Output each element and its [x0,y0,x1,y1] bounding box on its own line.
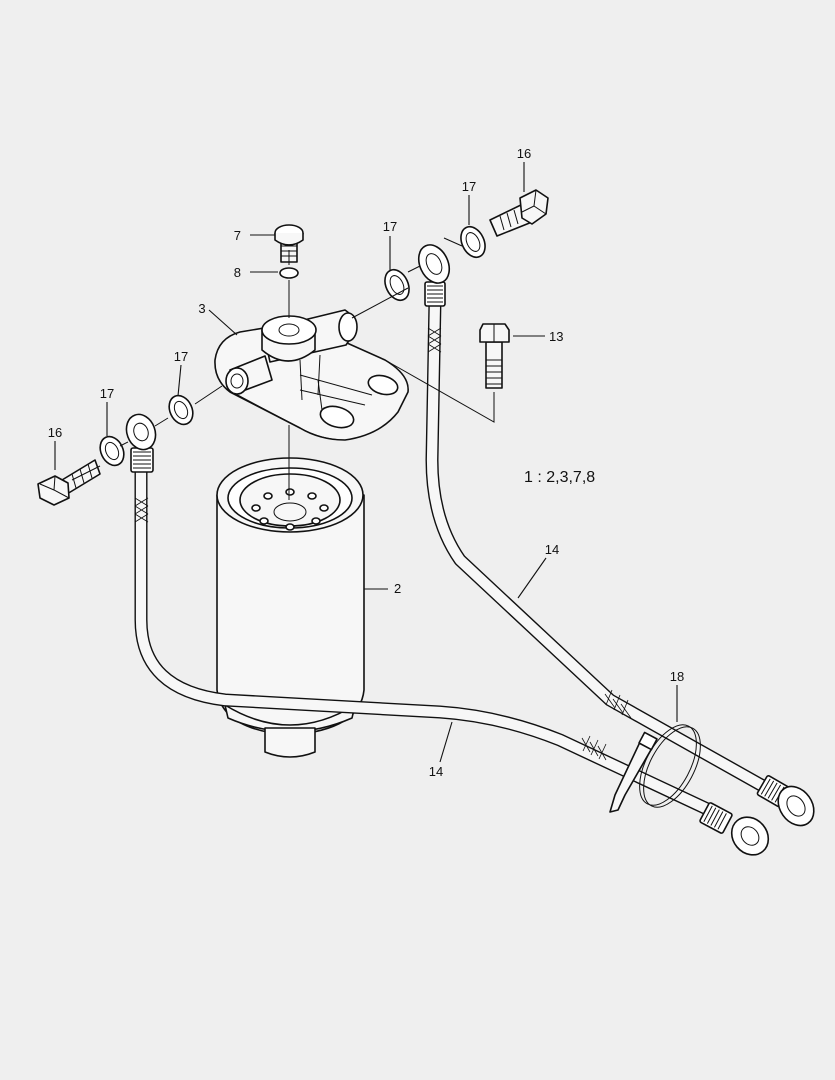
banjo-eye-lower-top [125,413,157,451]
callout-14-upper: 14 [545,542,559,557]
banjo-bolt-right [489,189,549,237]
kit-contents-note: 1 : 2,3,7,8 [524,469,595,486]
bolt [479,323,510,389]
hose-upper [417,244,815,827]
cable-tie [609,724,701,813]
hose-lower-ferrule-bottom [699,802,733,834]
callout-7: 7 [234,228,241,243]
callout-16-right: 16 [517,146,531,161]
callout-labels: 7 8 3 17 17 17 16 17 16 13 2 14 14 18 1 … [48,146,684,779]
callout-17-left-outer: 17 [100,386,114,401]
hose-lower [125,413,770,856]
callout-13: 13 [549,329,563,344]
assembly-lines [71,237,495,500]
washer-right-inner [384,268,410,302]
banjo-eye-upper-bottom [777,785,815,827]
washer-left-inner [168,394,194,426]
o-ring [279,267,299,279]
banjo-eye-lower-bottom [730,816,770,856]
hose-upper-ferrule-top [424,281,446,307]
hose-lower-ferrule-top [130,447,154,473]
banjo-eye-upper-top [417,244,451,284]
callout-leaders [54,162,678,763]
filter-inlet-holes [251,488,329,531]
callout-14-lower: 14 [429,764,443,779]
banjo-bolt-left [37,459,101,506]
callout-8: 8 [234,265,241,280]
callout-18: 18 [670,669,684,684]
callout-17-right-inner: 17 [383,219,397,234]
callout-16-left: 16 [48,425,62,440]
filter-head [214,309,409,441]
filter-cartridge [216,457,365,758]
washer-right-outer [460,225,486,259]
callout-2: 2 [394,581,401,596]
washer-left-outer [99,435,125,467]
callout-17-right-outer: 17 [462,179,476,194]
callout-17-left-inner: 17 [174,349,188,364]
callout-3: 3 [198,301,205,316]
